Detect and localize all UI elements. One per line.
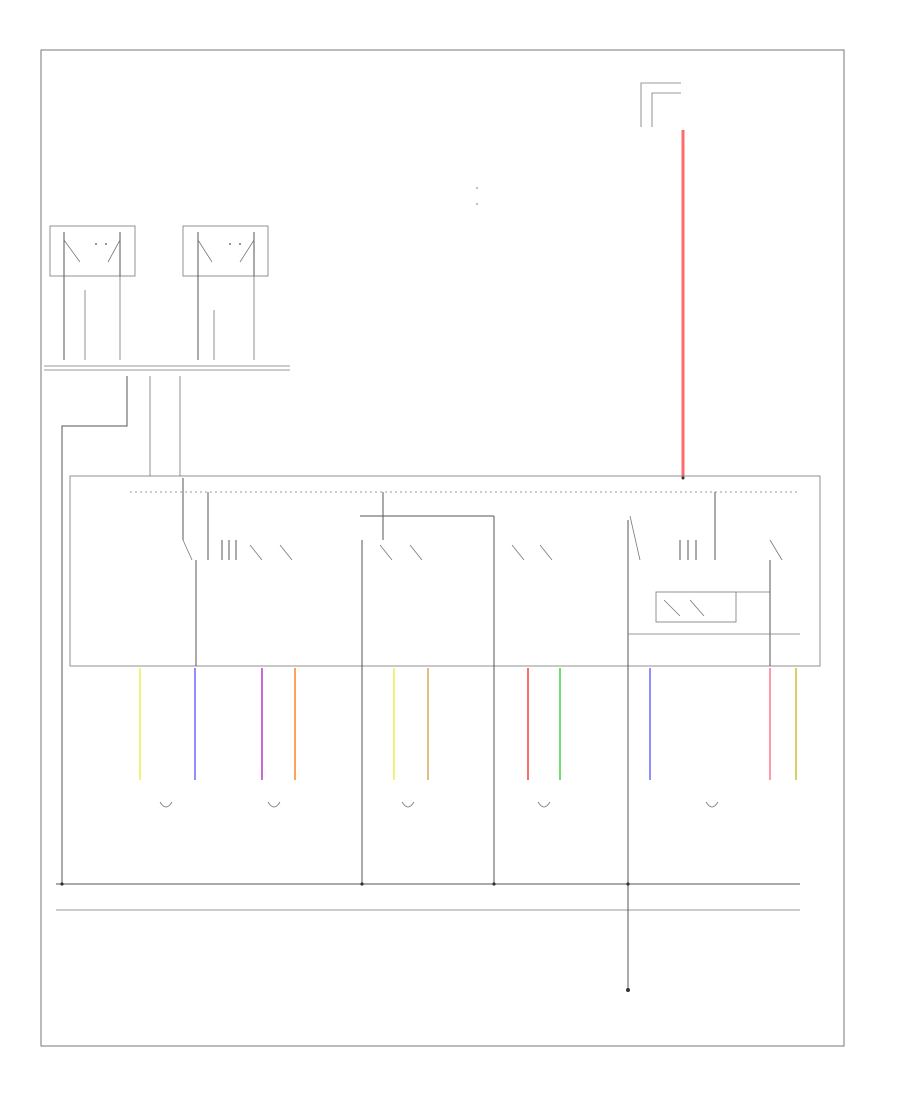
ground-bus: [56, 666, 800, 992]
top-left-wiring: [44, 276, 290, 884]
switch-assembly-2: [182, 225, 269, 277]
load-symbols: [159, 801, 719, 808]
legend: [476, 187, 478, 205]
output-wires: [139, 668, 797, 780]
switch-assembly-1: [49, 225, 136, 277]
main-switch-box: [69, 475, 821, 667]
node: [681, 476, 685, 480]
top-right-connector: [640, 82, 681, 127]
diagram-border: [40, 49, 845, 1047]
